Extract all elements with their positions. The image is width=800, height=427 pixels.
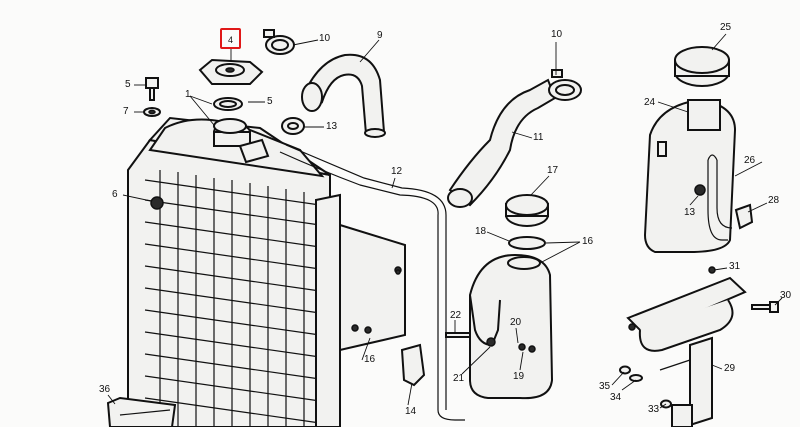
bracket-foot <box>106 396 177 427</box>
mounting-bracket <box>619 266 779 427</box>
expansion-tank <box>445 194 554 400</box>
callout-10-left: 10 <box>319 33 331 44</box>
callout-29: 29 <box>724 363 736 374</box>
callout-14: 14 <box>405 406 417 417</box>
hose-clip-lower <box>548 69 582 101</box>
callout-11: 11 <box>533 132 544 143</box>
callout-13-left: 13 <box>326 121 338 132</box>
callout-36: 36 <box>99 384 111 395</box>
pipe-clip <box>400 343 426 387</box>
callout-24: 24 <box>644 97 656 108</box>
callout-16-right: 16 <box>582 236 594 247</box>
callout-20: 20 <box>510 317 522 328</box>
reservoir <box>643 46 754 253</box>
callout-18: 18 <box>475 226 487 237</box>
callout-17: 17 <box>547 165 559 176</box>
callout-30: 30 <box>780 290 792 301</box>
bolt-and-washer <box>143 77 161 117</box>
top-hose <box>301 53 386 138</box>
callout-9: 9 <box>377 30 383 41</box>
shroud-plate <box>339 223 406 352</box>
radiator <box>127 116 341 427</box>
leader-lines <box>107 33 783 409</box>
callout-5-upper: 5 <box>267 96 273 107</box>
radiator-cap <box>198 58 264 134</box>
callout-13-right: 13 <box>684 207 696 218</box>
callout-28: 28 <box>768 195 780 206</box>
callout-5-left: 5 <box>125 79 131 90</box>
bottom-hose <box>447 78 557 208</box>
callout-6: 6 <box>112 189 118 200</box>
callout-19: 19 <box>513 371 525 382</box>
callout-16-plate: 16 <box>364 354 376 365</box>
callout-25: 25 <box>720 22 732 33</box>
overflow-pipe <box>279 144 465 421</box>
highlight-box <box>220 28 241 49</box>
callout-22: 22 <box>450 310 462 321</box>
hose-clip-upper <box>263 29 295 55</box>
callout-35: 35 <box>599 381 611 392</box>
callout-7: 7 <box>123 106 129 117</box>
callout-33: 33 <box>648 404 660 415</box>
callout-26: 26 <box>744 155 756 166</box>
callout-34: 34 <box>610 392 622 403</box>
callout-10-right: 10 <box>551 29 563 40</box>
callout-21: 21 <box>453 373 465 384</box>
callout-12: 12 <box>391 166 403 177</box>
hose-clip-small <box>281 117 305 135</box>
callout-4: 4 <box>228 35 234 45</box>
radiator-core-fins <box>144 170 321 427</box>
callout-1: 1 <box>185 89 191 100</box>
callout-31: 31 <box>729 261 741 272</box>
